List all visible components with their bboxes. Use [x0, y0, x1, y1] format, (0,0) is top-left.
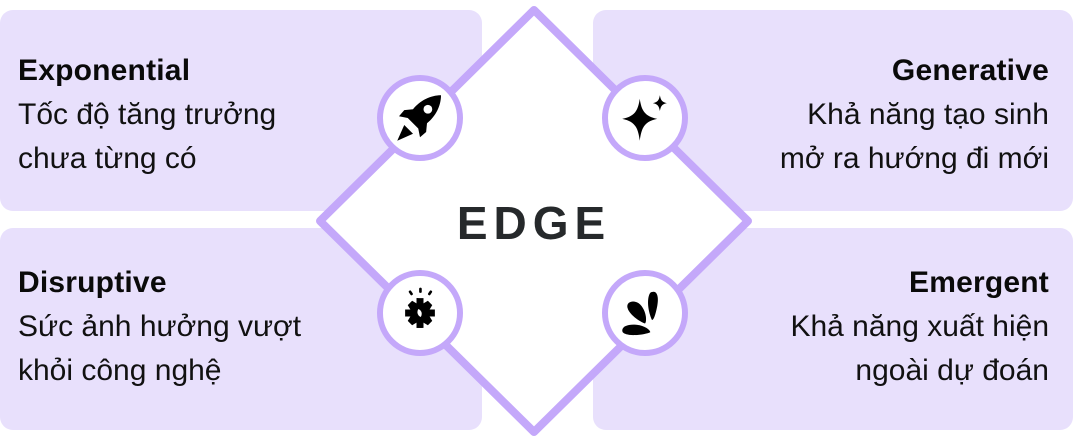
card-title: Generative — [891, 54, 1049, 87]
card-description: Tốc độ tăng trưởng chưa từng có — [18, 98, 277, 175]
card-description: Sức ảnh hưởng vượt khỏi công nghệ — [18, 310, 302, 387]
gear-idea-icon-badge — [377, 270, 463, 356]
card-description: Khả năng xuất hiện ngoài dự đoán — [790, 310, 1049, 387]
rocket-icon — [397, 95, 441, 141]
card-title: Emergent — [909, 266, 1049, 299]
card-title: Disruptive — [18, 266, 167, 299]
rocket-icon-badge — [377, 75, 463, 161]
splash-icon-badge — [602, 270, 688, 356]
card-title: Exponential — [18, 54, 191, 87]
splash-icon — [622, 291, 658, 336]
sparkles-icon-badge — [602, 75, 688, 161]
gear-idea-icon — [405, 287, 435, 328]
center-title: EDGE — [456, 197, 612, 249]
card-description: Khả năng tạo sinh mở ra hướng đi mới — [779, 98, 1049, 175]
sparkles-icon — [622, 95, 667, 141]
